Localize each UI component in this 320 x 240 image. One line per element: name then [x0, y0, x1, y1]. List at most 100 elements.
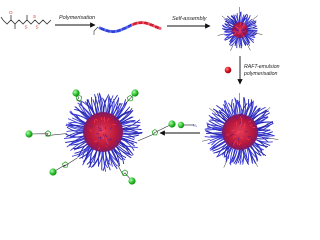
core-chain — [241, 23, 244, 27]
core-chain — [242, 126, 246, 129]
svg-text:N₃: N₃ — [193, 124, 198, 128]
triazole-ring — [75, 94, 83, 101]
core-chain — [236, 131, 239, 134]
core-chain — [233, 28, 237, 30]
label-polymerisation: Polymerisation — [59, 15, 95, 21]
core-chain — [246, 138, 250, 141]
alkyne-end-group — [202, 139, 211, 142]
core-chain — [98, 126, 100, 130]
core-chain — [233, 142, 235, 146]
core-chain — [98, 128, 102, 131]
core-chain — [105, 135, 108, 138]
core-chain — [233, 25, 237, 28]
core-chain — [97, 136, 101, 139]
core-chain — [98, 129, 102, 132]
green-label-sphere — [128, 177, 136, 185]
linker-bond — [137, 123, 173, 142]
core-chain — [241, 25, 244, 28]
core-chain — [239, 113, 242, 117]
core-chain — [100, 127, 102, 131]
core-chain — [243, 24, 246, 28]
core-chain — [106, 142, 110, 145]
core-chain — [232, 30, 236, 33]
triazole-ring — [121, 169, 129, 176]
core-chain — [100, 124, 102, 128]
core-chain — [245, 28, 249, 31]
alkyne-end-group — [230, 44, 234, 52]
micelle-self-assembled — [217, 6, 263, 52]
core-chain — [240, 136, 243, 140]
alkyne-end-group — [269, 137, 279, 140]
core-chain — [242, 31, 246, 35]
core-chain — [242, 31, 245, 35]
green-label-sphere — [49, 168, 57, 176]
core-chain — [235, 25, 238, 29]
triazole-ring — [126, 94, 134, 102]
core-chain — [240, 131, 244, 133]
alkyne-end-group — [223, 159, 228, 168]
core-chain — [107, 138, 111, 141]
core-chain — [89, 129, 92, 132]
core-chain — [105, 143, 108, 147]
linker-bond — [125, 92, 136, 104]
red-monomer-sphere — [224, 66, 232, 74]
green-label-sphere — [25, 130, 33, 138]
core-chain — [109, 126, 113, 130]
core-chain — [226, 133, 229, 137]
core-chain — [107, 118, 110, 121]
block-copolymer-chain — [93, 21, 162, 35]
scheme-canvas: S S S O Polymerisation Self-assembly RAF… — [0, 6, 280, 185]
raft-agent-structure: S S S O — [0, 10, 52, 30]
core-chain — [249, 124, 253, 127]
linker-bond — [117, 164, 133, 182]
green-label-sphere — [72, 89, 80, 97]
core-chain — [236, 132, 240, 135]
micelle-functionalized — [64, 92, 143, 172]
micelle-core — [83, 112, 123, 152]
core-chain — [242, 34, 245, 38]
core-chain — [233, 135, 237, 138]
core-chain — [238, 142, 241, 146]
alkyne-end-group — [252, 15, 258, 20]
micelle-crosslinked — [202, 92, 279, 168]
core-chain — [235, 30, 239, 32]
core-chain — [235, 121, 238, 125]
svg-text:O: O — [9, 10, 13, 15]
core-chain — [235, 29, 239, 31]
core-chain — [97, 147, 101, 150]
core-chain — [243, 123, 246, 127]
core-chain — [230, 28, 234, 31]
core-chain — [250, 142, 254, 145]
svg-text:S: S — [33, 14, 36, 19]
alkyne-end-group — [253, 159, 258, 167]
core-chain — [114, 117, 116, 121]
triazole-ring — [62, 161, 69, 168]
core-chain — [248, 120, 252, 123]
core-chain — [242, 22, 245, 26]
core-chain — [239, 115, 242, 119]
core-chain — [110, 137, 113, 141]
alkyne-end-group — [263, 107, 271, 113]
alkyne-end-group — [217, 33, 225, 36]
label-self-assembly: Self-assembly — [172, 16, 208, 22]
green-label-sphere — [131, 89, 139, 97]
core-chain — [103, 116, 105, 120]
core-chain — [231, 129, 235, 132]
core-chain — [231, 142, 234, 146]
triazole-ring — [44, 130, 52, 137]
green-label-sphere — [168, 120, 176, 128]
core-chain — [234, 140, 237, 143]
core-chain — [95, 118, 99, 121]
alkyne-end-group — [247, 44, 251, 51]
triazole-ring — [151, 129, 159, 136]
alkyne-end-group — [209, 107, 216, 114]
svg-text:S: S — [36, 25, 39, 30]
svg-text:S: S — [25, 25, 28, 30]
core-chain — [237, 25, 240, 28]
core-chain — [235, 116, 238, 120]
core-chain — [115, 140, 119, 143]
core-chain — [232, 34, 236, 36]
core-chain — [106, 139, 108, 143]
alkyne-end-group — [255, 32, 263, 35]
core-chain — [94, 140, 98, 143]
